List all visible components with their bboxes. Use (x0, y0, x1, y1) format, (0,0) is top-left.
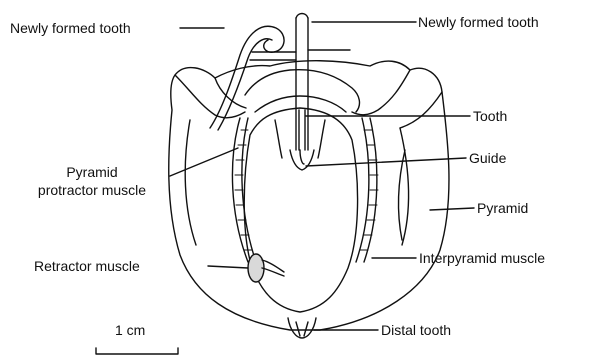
label-newly-formed-tooth-right: Newly formed tooth (418, 14, 539, 30)
label-pyramid-protractor-line2: protractor muscle (12, 182, 172, 198)
crown (245, 70, 359, 112)
leader-pyramid (430, 208, 474, 210)
label-newly-formed-tooth-left: Newly formed tooth (10, 20, 131, 36)
right-epiphysis (352, 70, 410, 115)
label-pyramid-protractor-line1: Pyramid (12, 164, 172, 180)
label-distal-tooth: Distal tooth (381, 322, 451, 338)
newly-formed-tooth-coil (210, 26, 284, 128)
label-tooth: Tooth (473, 108, 507, 124)
label-retractor-muscle: Retractor muscle (34, 258, 140, 274)
lantern-core (244, 108, 357, 312)
label-scale: 1 cm (115, 322, 145, 338)
leader-guide (306, 158, 466, 166)
tooth-guide (290, 150, 314, 170)
label-interpyramid-muscle: Interpyramid muscle (419, 250, 545, 266)
leader-protractor (170, 148, 238, 176)
leader-retractor (208, 266, 248, 268)
label-pyramid: Pyramid (477, 200, 528, 216)
distal-tooth (288, 318, 316, 338)
pyramid-outline (169, 61, 449, 330)
scale-bar (96, 348, 178, 354)
tooth-column (296, 18, 308, 150)
label-guide: Guide (469, 150, 506, 166)
